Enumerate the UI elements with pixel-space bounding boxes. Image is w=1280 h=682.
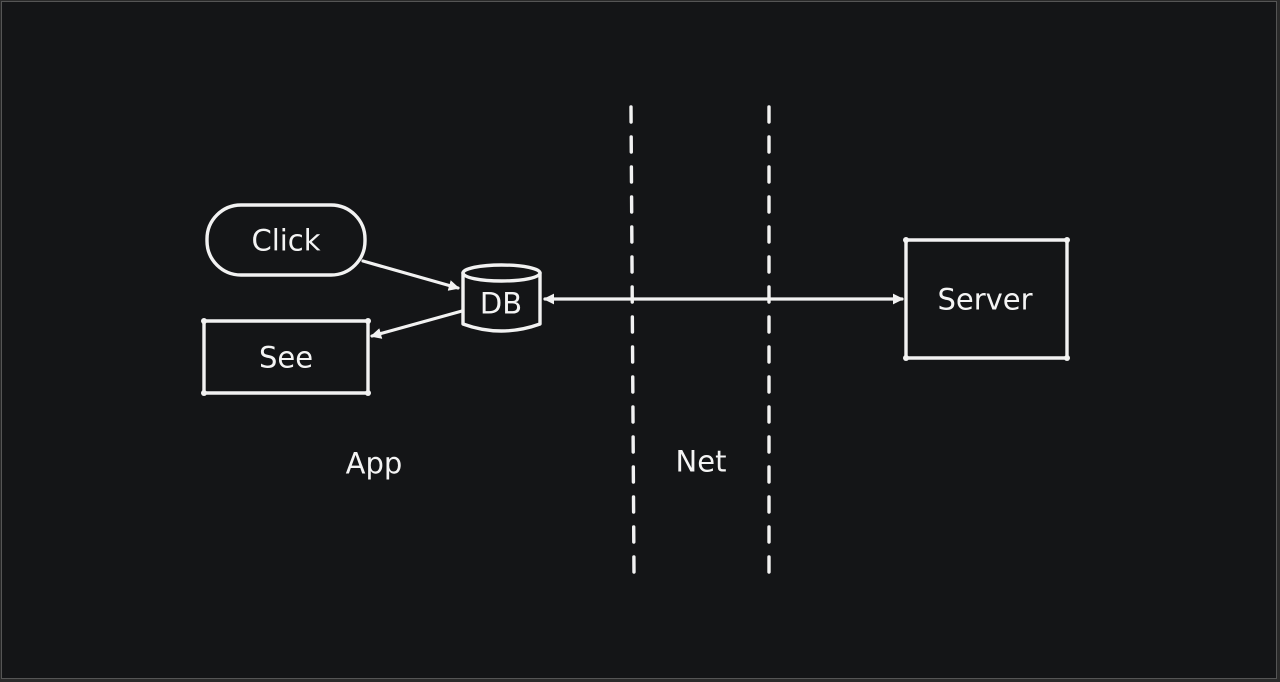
server-corner: [903, 355, 909, 361]
see-node: [202, 319, 370, 395]
click-label: Click: [251, 223, 321, 258]
net-zone-label: Net: [675, 444, 727, 479]
server-label: Server: [937, 282, 1033, 317]
click-to-db-arrow: [361, 259, 460, 291]
db-to-see-arrow: [370, 309, 464, 339]
see-label: See: [258, 340, 314, 375]
db-label: DB: [479, 286, 523, 321]
see-corner: [365, 390, 371, 396]
app-zone-label: App: [345, 446, 403, 481]
server-node: [904, 238, 1069, 360]
see-corner: [201, 390, 207, 396]
click-node: [205, 203, 367, 277]
see-corner: [365, 318, 371, 324]
db-node: [461, 263, 542, 333]
server-corner: [1064, 355, 1070, 361]
server-corner: [903, 237, 909, 243]
server-corner: [1064, 237, 1070, 243]
see-corner: [201, 318, 207, 324]
net-boundary-left: [629, 105, 636, 576]
